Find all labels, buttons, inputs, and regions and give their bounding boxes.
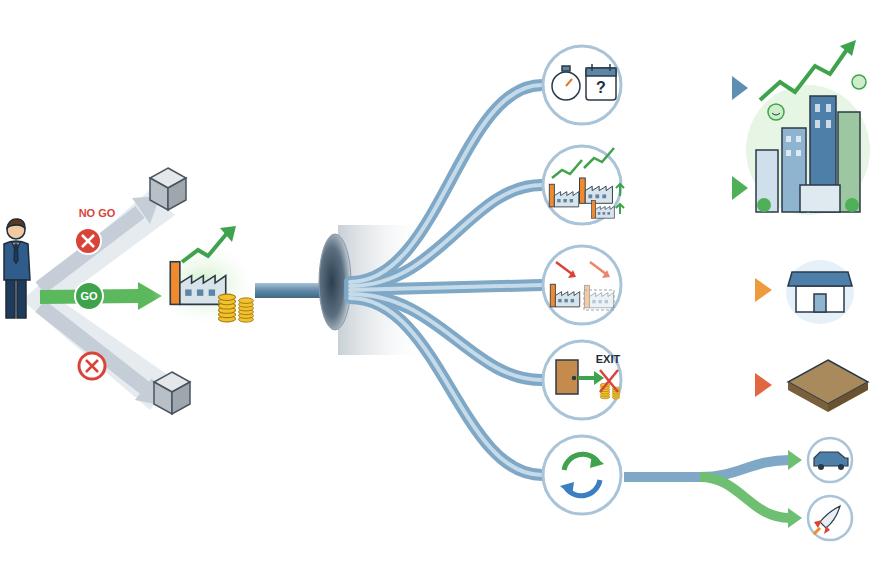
- no-go-tag-text: NO GO: [79, 207, 116, 219]
- go-badge: GO: [74, 281, 104, 311]
- question-mark: ?: [596, 79, 606, 97]
- exit-sign-text: EXIT: [596, 353, 620, 365]
- exit-sign: EXIT: [594, 352, 623, 366]
- no-go-tag: NO GO: [77, 206, 118, 220]
- go-badge-text: GO: [80, 290, 97, 302]
